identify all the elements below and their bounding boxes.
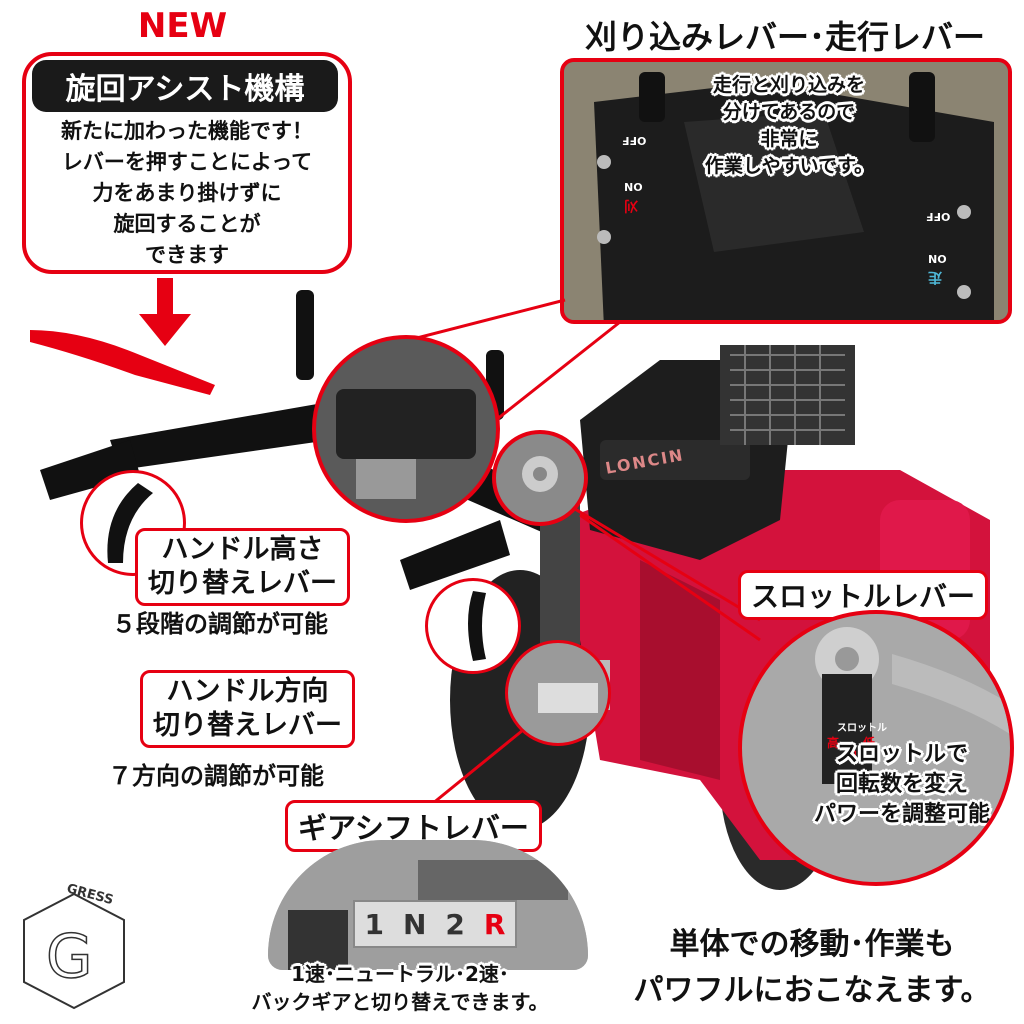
lever-line: 作業しやすいです。 xyxy=(704,155,874,177)
assist-line: できます xyxy=(145,243,229,267)
logo-letter: G xyxy=(46,922,93,992)
throttle-small-circle xyxy=(492,430,588,526)
gear-n: N xyxy=(402,907,427,941)
muffler-guard xyxy=(720,345,855,445)
bottom-line: パワフルにおこなえます。 xyxy=(633,973,991,1008)
handle-height-title: ハンドル高さ 切り替えレバー xyxy=(135,528,350,606)
throttle-plate-text: スロットル xyxy=(837,723,887,734)
height-lever-circle xyxy=(80,470,186,576)
gear-2: 2 xyxy=(445,907,465,941)
handle-height-title-line: 切り替えレバー xyxy=(148,568,337,599)
lever-mark-off-left: OFF xyxy=(622,134,647,147)
throttle-mark-high: 高 xyxy=(827,736,840,750)
lever-mark-off-right: OFF xyxy=(926,210,951,223)
throttle-mark-low: 低 xyxy=(863,736,876,750)
gear-plate: 1 N 2 R xyxy=(353,900,517,948)
gear-line: 1速･ニュートラル･2速･ xyxy=(291,962,509,986)
lever-mark-on-left: ON xyxy=(624,180,643,193)
assist-line: 旋回することが xyxy=(113,212,261,236)
lever-description: 走行と刈り込みを 分けてあるので 非常に 作業しやすいです。 xyxy=(674,72,904,180)
handle-height-desc: ５段階の調節が可能 xyxy=(112,610,328,638)
lever-line: 走行と刈り込みを xyxy=(712,74,865,96)
throttle-closeup-circle: スロットル 高 中 低 スロットルで 回転数を変え パワーを調整可能 xyxy=(738,610,1014,886)
lever-closeup-circle xyxy=(312,335,500,523)
throttle-description: スロットルで 回転数を変え パワーを調整可能 xyxy=(797,740,1007,830)
handle-direction-title-line: 切り替えレバー xyxy=(153,710,342,741)
assist-line: 力をあまり掛けずに xyxy=(92,181,282,205)
direction-lever-circle xyxy=(425,578,521,674)
assist-lever xyxy=(30,330,215,395)
gear-line: バックギアと切り替えできます。 xyxy=(251,990,549,1014)
assist-line: 新たに加わった機能です！ xyxy=(61,119,313,143)
gress-logo: GRESS G xyxy=(23,881,125,1010)
bottom-line: 単体での移動･作業も xyxy=(669,927,955,962)
assist-line: レバーを押すことによって xyxy=(61,150,313,174)
gear-closeup: 1 N 2 R xyxy=(268,840,588,970)
gear-description: 1速･ニュートラル･2速･ バックギアと切り替えできます。 xyxy=(205,960,595,1016)
down-arrow-icon xyxy=(139,278,191,346)
assist-description: 新たに加わった機能です！ レバーを押すことによって 力をあまり掛けずに 旋回する… xyxy=(26,116,348,271)
gear-1: 1 xyxy=(364,907,384,941)
handlebar xyxy=(110,400,560,540)
lever-mark-on-right: ON xyxy=(928,252,947,265)
lever-panel-illustration xyxy=(564,62,1008,320)
throttle-line: 回転数を変え xyxy=(835,772,968,797)
throttle-line: スロットルで xyxy=(835,742,968,767)
assist-title: 旋回アシスト機構 xyxy=(32,60,338,112)
gear-small-circle xyxy=(505,640,611,746)
handle-height-title-line: ハンドル高さ xyxy=(161,534,324,565)
lever-line: 分けてあるので xyxy=(722,101,856,123)
lever-mark-drive: 走 xyxy=(928,269,942,285)
handle-direction-desc: ７方向の調節が可能 xyxy=(108,762,324,790)
handle-direction-title-line: ハンドル方向 xyxy=(166,676,329,707)
gear-r: R xyxy=(483,907,506,941)
logo-text: GRESS xyxy=(65,881,115,908)
lever-photo: OFF ON 刈 OFF ON 走 走行と刈り込みを 分けてあるので 非常に 作… xyxy=(560,58,1012,324)
handle-direction-title: ハンドル方向 切り替えレバー xyxy=(140,670,355,748)
lever-line: 非常に xyxy=(760,128,818,150)
new-badge: NEW xyxy=(137,6,228,46)
lever-mark-cut: 刈 xyxy=(624,197,638,213)
throttle-mark-mid: 中 xyxy=(845,748,858,762)
lever-title: 刈り込みレバー･走行レバー xyxy=(584,18,985,56)
throttle-line: パワーを調整可能 xyxy=(813,802,990,827)
bottom-description: 単体での移動･作業も パワフルにおこなえます。 xyxy=(612,922,1012,1014)
